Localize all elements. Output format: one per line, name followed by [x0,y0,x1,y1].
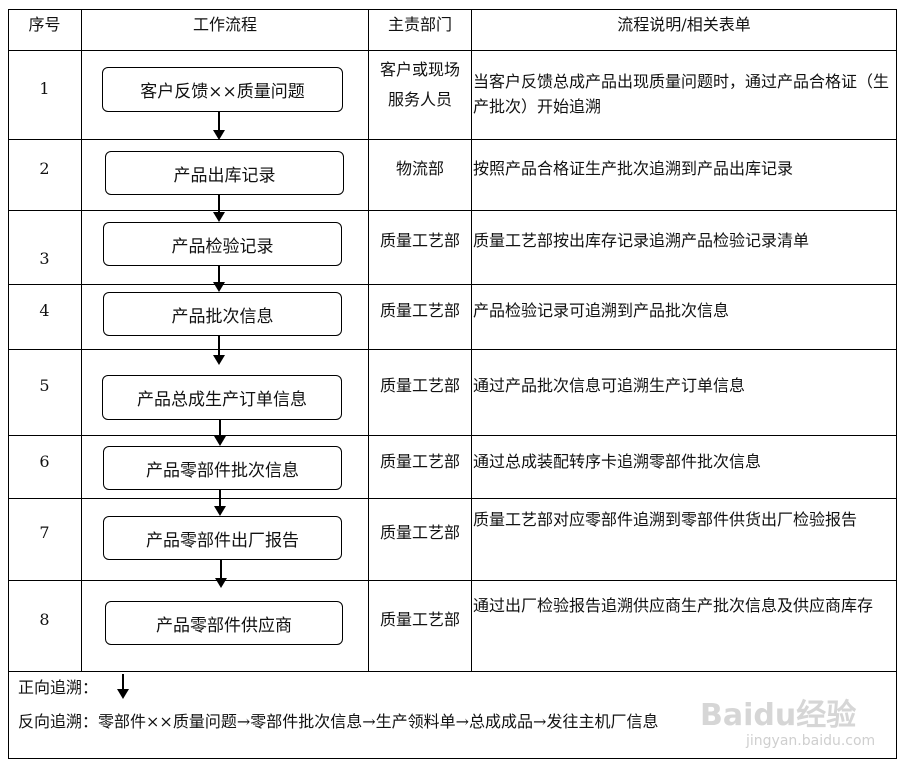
row-dept: 质量工艺部 [379,376,460,395]
header-seq: 序号 [28,15,61,34]
flow-step-box: 产品检验记录 [103,222,342,266]
row-divider [8,284,897,285]
row-dept: 质量工艺部 [379,523,460,542]
table-border-bottom [8,758,897,759]
down-arrow-icon [213,336,225,365]
row-dept: 质量工艺部 [379,452,460,471]
baidu-watermark-logo: Baidu经验 [700,698,857,733]
row-seq: 1 [39,79,50,98]
row-description: 质量工艺部按出库存记录追溯产品检验记录清单 [473,231,810,250]
header-divider [8,50,897,51]
row-description: 通过总成装配转序卡追溯零部件批次信息 [473,452,762,471]
table-border-right [896,9,897,759]
row-seq: 7 [39,523,50,542]
table-border-left [8,9,9,759]
down-arrow-icon [213,195,225,222]
row-seq: 4 [39,301,50,320]
flow-step-box: 产品出库记录 [105,151,344,195]
header-dept: 主责部门 [387,15,452,34]
header-desc: 流程说明/相关表单 [617,15,751,34]
row-description: 产品检验记录可追溯到产品批次信息 [473,301,730,320]
row-seq: 8 [39,610,50,629]
row-dept: 质量工艺部 [379,301,460,320]
down-arrow-icon [215,560,227,588]
flow-step-box: 产品零部件供应商 [105,601,343,645]
footer-divider [8,671,897,672]
dept-line: 客户或现场 [379,60,460,79]
down-arrow-icon [213,112,225,140]
down-arrow-icon [117,674,129,699]
row-seq: 3 [39,249,50,268]
flow-step-box: 客户反馈××质量问题 [102,67,343,112]
row-divider [8,139,897,140]
row-description: 通过产品批次信息可追溯生产订单信息 [473,376,746,395]
header-flow: 工作流程 [192,15,257,34]
row-dept: 客户或现场 服务人员 [369,57,471,113]
column-divider [368,9,369,672]
dept-line: 服务人员 [387,90,452,109]
flow-step-box: 产品总成生产订单信息 [102,375,342,420]
forward-trace-label: 正向追溯： [18,678,99,697]
row-dept: 物流部 [395,159,444,178]
row-divider [8,210,897,211]
column-divider [471,9,472,672]
baidu-watermark-url: jingyan.baidu.com [746,733,876,749]
row-seq: 5 [39,376,50,395]
flow-step-box: 产品零部件批次信息 [103,446,342,490]
row-divider [8,435,897,436]
row-description: 质量工艺部对应零部件追溯到零部件供货出厂检验报告 [473,510,858,529]
down-arrow-icon [213,266,225,292]
row-description: 按照产品合格证生产批次追溯到产品出库记录 [473,159,794,178]
down-arrow-icon [214,420,226,446]
row-seq: 2 [39,159,50,178]
flow-step-box: 产品零部件出厂报告 [103,516,342,560]
row-divider [8,498,897,499]
down-arrow-icon [214,490,226,516]
row-dept: 质量工艺部 [379,231,460,250]
flow-step-box: 产品批次信息 [103,292,342,336]
column-divider [81,9,82,672]
row-seq: 6 [39,452,50,471]
row-divider [8,349,897,350]
row-description: 当客户反馈总成产品出现质量问题时，通过产品合格证（生产批次）开始追溯 [473,72,890,116]
row-divider [8,580,897,581]
row-description: 通过出厂检验报告追溯供应商生产批次信息及供应商库存 [473,596,874,615]
row-dept: 质量工艺部 [379,610,460,629]
reverse-trace-text: 反向追溯：零部件××质量问题→零部件批次信息→生产领料单→总成成品→发往主机厂信… [18,712,659,731]
table-border-top [8,9,897,10]
